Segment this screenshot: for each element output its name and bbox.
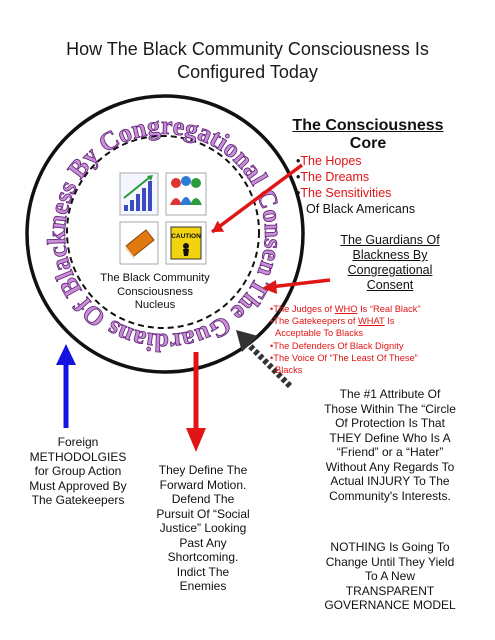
core-item-text: The Dreams: [300, 170, 370, 184]
bullet: •: [270, 340, 274, 351]
forward-line: Defend The: [171, 492, 235, 506]
guardians-item: •The Judges of WHO Is “Real Black”: [270, 303, 485, 315]
core-item-text: The Sensitivities: [300, 186, 392, 200]
core-item: •The Sensitivities: [296, 185, 486, 201]
foreign-line: Foreign: [57, 435, 99, 449]
foreign-line: The Gatekeepers: [31, 493, 125, 507]
red-down-arrowhead: [186, 428, 206, 452]
guardians-item-continuation: Blacks: [275, 365, 303, 376]
guardians-heading-line-4: Consent: [366, 278, 414, 292]
core-pointer-arrow-line: [210, 163, 304, 234]
core-item: •The Hopes: [296, 153, 486, 169]
bullet: •: [296, 154, 301, 168]
guardians-item-text: The Voice Of “The Least Of These”: [273, 352, 418, 363]
foreign-line: for Group Action: [34, 464, 122, 478]
transparent-governance-text: NOTHING Is Going To Change Until They Yi…: [296, 540, 484, 613]
dark-dotted-arrow-shaft: [245, 341, 293, 389]
title-line-2: Configured Today: [177, 62, 318, 82]
forward-line: Forward Motion.: [159, 477, 247, 492]
nothing-line: Change Until They Yield: [325, 554, 455, 569]
bullet: •: [296, 170, 301, 184]
nothing-line: GOVERNANCE MODEL: [324, 598, 456, 612]
guardians-heading-line-1: The Guardians Of: [340, 233, 440, 247]
core-list: •The Hopes •The Dreams •The Sensitivitie…: [296, 153, 486, 217]
foreign-line: METHODOLGIES: [29, 449, 127, 464]
forward-line: Indict The: [176, 564, 230, 579]
guardians-item-text: Is “Real Black”: [357, 304, 421, 314]
bullet: •: [296, 186, 301, 200]
book-icon: [119, 221, 159, 265]
guardians-pointer-arrowhead: [262, 280, 277, 294]
attribute-line: Those Within The “Circle: [324, 401, 456, 416]
guardians-item-text: The Defenders Of Black Dignity: [273, 340, 404, 351]
guardians-item: •The Voice Of “The Least Of These”: [270, 352, 485, 364]
core-item-text: The Hopes: [300, 154, 362, 168]
attribute-text: The #1 Attribute Of Those Within The “Ci…: [300, 387, 480, 503]
bullet: •: [270, 316, 274, 327]
foreign-line: Must Approved By: [29, 478, 127, 493]
forward-line: Enemies: [179, 579, 227, 593]
guardians-item-text: The Gatekeepers of: [273, 316, 359, 327]
attribute-line: Community's Interests.: [329, 488, 451, 503]
nucleus-label: The Black Community Consciousness Nucleu…: [90, 272, 220, 313]
growth-chart-icon: [119, 172, 159, 216]
guardians-heading-line-2: Blackness By: [352, 248, 428, 262]
nothing-line: To A New: [364, 569, 416, 583]
forward-motion-text: They Define The Forward Motion. Defend T…: [152, 463, 254, 594]
nucleus-label-line-3: Nucleus: [134, 299, 176, 311]
nothing-line: NOTHING Is Going To: [330, 540, 450, 554]
core-heading: The Consciousness Core: [268, 117, 468, 153]
attribute-line: Without Any Regards To: [325, 459, 455, 474]
outer-circle: [25, 94, 305, 374]
guardians-pointer-arrow-line: [269, 278, 331, 289]
nothing-line: TRANSPARENT: [345, 583, 435, 598]
attribute-line: The #1 Attribute Of: [339, 387, 441, 401]
diagram-title: How The Black Community Consciousness Is…: [0, 38, 495, 84]
forward-line: Justice” Looking: [159, 521, 247, 535]
inner-dashed-circle: [66, 135, 260, 329]
guardians-item-emphasis: WHAT: [358, 316, 385, 327]
guardians-item-continuation: Acceptable To Blacks: [275, 328, 364, 339]
core-heading-line-1: The Consciousness: [292, 117, 444, 134]
people-group-icon: [165, 172, 207, 216]
guardians-item-text: The Judges of: [273, 304, 335, 314]
core-tail: Of Black Americans: [306, 202, 416, 216]
guardians-heading-line-3: Congregational: [347, 263, 433, 277]
nucleus-label-line-2: Consciousness: [117, 285, 193, 298]
attribute-line: Actual INJURY To The: [330, 474, 450, 488]
blue-up-arrowhead: [56, 344, 76, 365]
guardians-heading: The Guardians Of Blackness By Congregati…: [305, 233, 475, 293]
attribute-line: “Friend” or a “Hater”: [336, 445, 444, 459]
dark-dotted-arrowhead: [236, 330, 258, 352]
guardians-item-emphasis: WHO: [334, 304, 358, 314]
guardians-item: •The Defenders Of Black Dignity: [270, 340, 485, 352]
forward-line: Past Any: [179, 535, 227, 550]
core-item: •The Dreams: [296, 169, 486, 185]
core-heading-line-2: Core: [349, 135, 387, 152]
nucleus-label-line-1: The Black Community: [100, 272, 210, 284]
forward-line: They Define The: [158, 463, 248, 477]
nucleus-icon-grid: CAUTION: [119, 172, 207, 265]
foreign-methodologies-text: Foreign METHODOLGIES for Group Action Mu…: [18, 435, 138, 508]
attribute-line: Of Protection Is That: [335, 416, 445, 430]
title-line-1: How The Black Community Consciousness Is: [66, 39, 429, 59]
caution-sign-text: CAUTION: [171, 233, 201, 240]
attribute-line: THEY Define Who Is A: [329, 430, 451, 445]
guardians-item: •The Gatekeepers of WHAT Is: [270, 315, 485, 327]
bullet: •: [270, 304, 274, 314]
bullet: •: [270, 352, 274, 363]
guardians-item-text: Is: [384, 316, 395, 327]
forward-line: Pursuit Of “Social: [156, 506, 250, 521]
guardians-list: •The Judges of WHO Is “Real Black” •The …: [270, 303, 485, 376]
forward-line: Shortcoming.: [167, 550, 239, 564]
core-pointer-arrowhead: [212, 220, 225, 232]
caution-sign-icon: CAUTION: [165, 221, 207, 265]
